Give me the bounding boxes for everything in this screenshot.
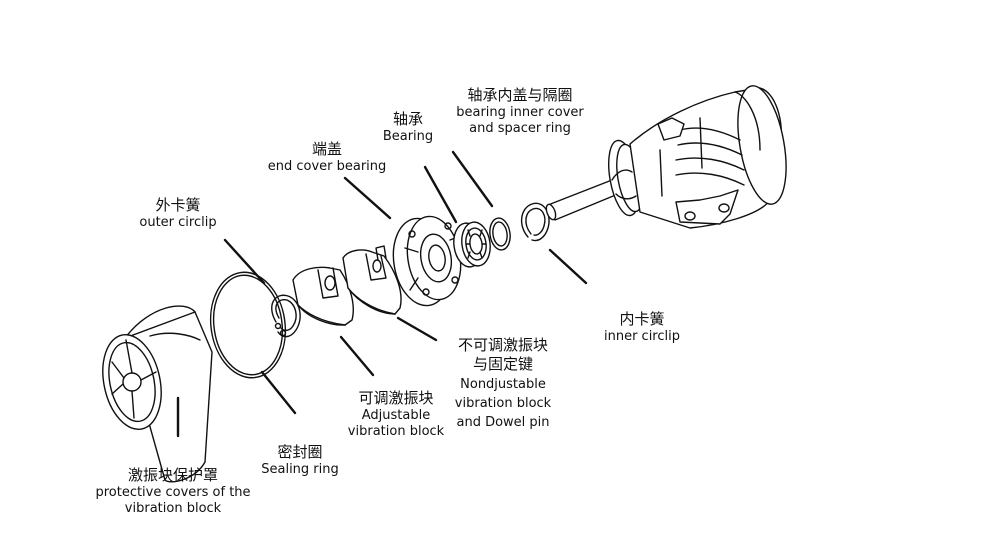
sealing-ring-part [209,271,287,379]
label-inner-cover-en2: and spacer ring [469,121,571,136]
leader-end-cover [343,176,392,220]
outer-circlip-part [271,294,301,338]
label-inner-circlip: 内卡簧 inner circlip [596,310,688,345]
leader-nonadjustable-block [396,316,438,342]
label-sealing-ring-zh: 密封圈 [277,443,323,461]
label-adjustable-block: 可调激振块 Adjustable vibration block [340,389,452,440]
leader-outer-circlip [223,238,266,285]
leader-bearing [423,165,458,224]
protective-cover-part [102,305,213,483]
label-protective-cover-en1: protective covers of the [95,484,251,500]
leader-lines [176,150,588,438]
label-protective-cover-en2: vibration block [124,501,222,516]
label-outer-circlip-en1: outer circlip [139,214,217,230]
label-end-cover-zh: 端盖 [311,140,342,158]
label-inner-cover: 轴承内盖与隔圈 bearing inner cover and spacer r… [450,86,590,137]
end-cover-part [392,215,462,307]
label-protective-cover: 激振块保护罩 protective covers of the vibratio… [92,466,254,517]
leader-inner-cover [451,150,494,208]
motor-body-part [545,85,787,229]
label-outer-circlip: 外卡簧 outer circlip [132,196,224,231]
label-adjustable-block-en1: Adjustable [361,407,431,423]
label-adjustable-block-zh: 可调激振块 [358,389,434,407]
label-inner-cover-en1: bearing inner cover [456,104,584,120]
inner-cover-part [489,217,511,251]
label-end-cover-en1: end cover bearing [267,158,387,174]
label-inner-circlip-zh: 内卡簧 [619,310,665,328]
label-outer-circlip-zh: 外卡簧 [155,196,201,214]
label-end-cover: 端盖 end cover bearing [264,140,390,175]
leader-adjustable-block [339,335,375,377]
label-bearing-zh: 轴承 [392,110,423,128]
label-nonadjustable-block: 不可调激振块 与固定键 Nondjustable vibration block… [444,336,562,431]
nonadjustable-block-part [342,245,402,315]
leader-sealing-ring [260,370,297,415]
label-nonadjustable-block-en3: and Dowel pin [456,415,550,430]
label-inner-circlip-en1: inner circlip [603,328,680,344]
label-sealing-ring: 密封圈 Sealing ring [254,443,346,478]
label-adjustable-block-en2: vibration block [347,424,445,439]
inner-circlip-part [521,202,550,242]
label-sealing-ring-en1: Sealing ring [261,461,339,477]
leader-inner-circlip [548,248,588,285]
bearing-part [453,221,491,268]
label-inner-cover-zh: 轴承内盖与隔圈 [467,86,573,104]
adjustable-block-part [292,266,354,326]
label-bearing-en1: Bearing [382,128,434,144]
label-nonadjustable-block-zh1: 不可调激振块 [457,336,548,354]
label-bearing: 轴承 Bearing [378,110,438,145]
label-nonadjustable-block-en1: Nondjustable [460,376,546,392]
label-nonadjustable-block-en2: vibration block [454,395,552,411]
label-nonadjustable-block-zh2: 与固定键 [472,354,533,373]
label-protective-cover-zh: 激振块保护罩 [127,466,218,484]
